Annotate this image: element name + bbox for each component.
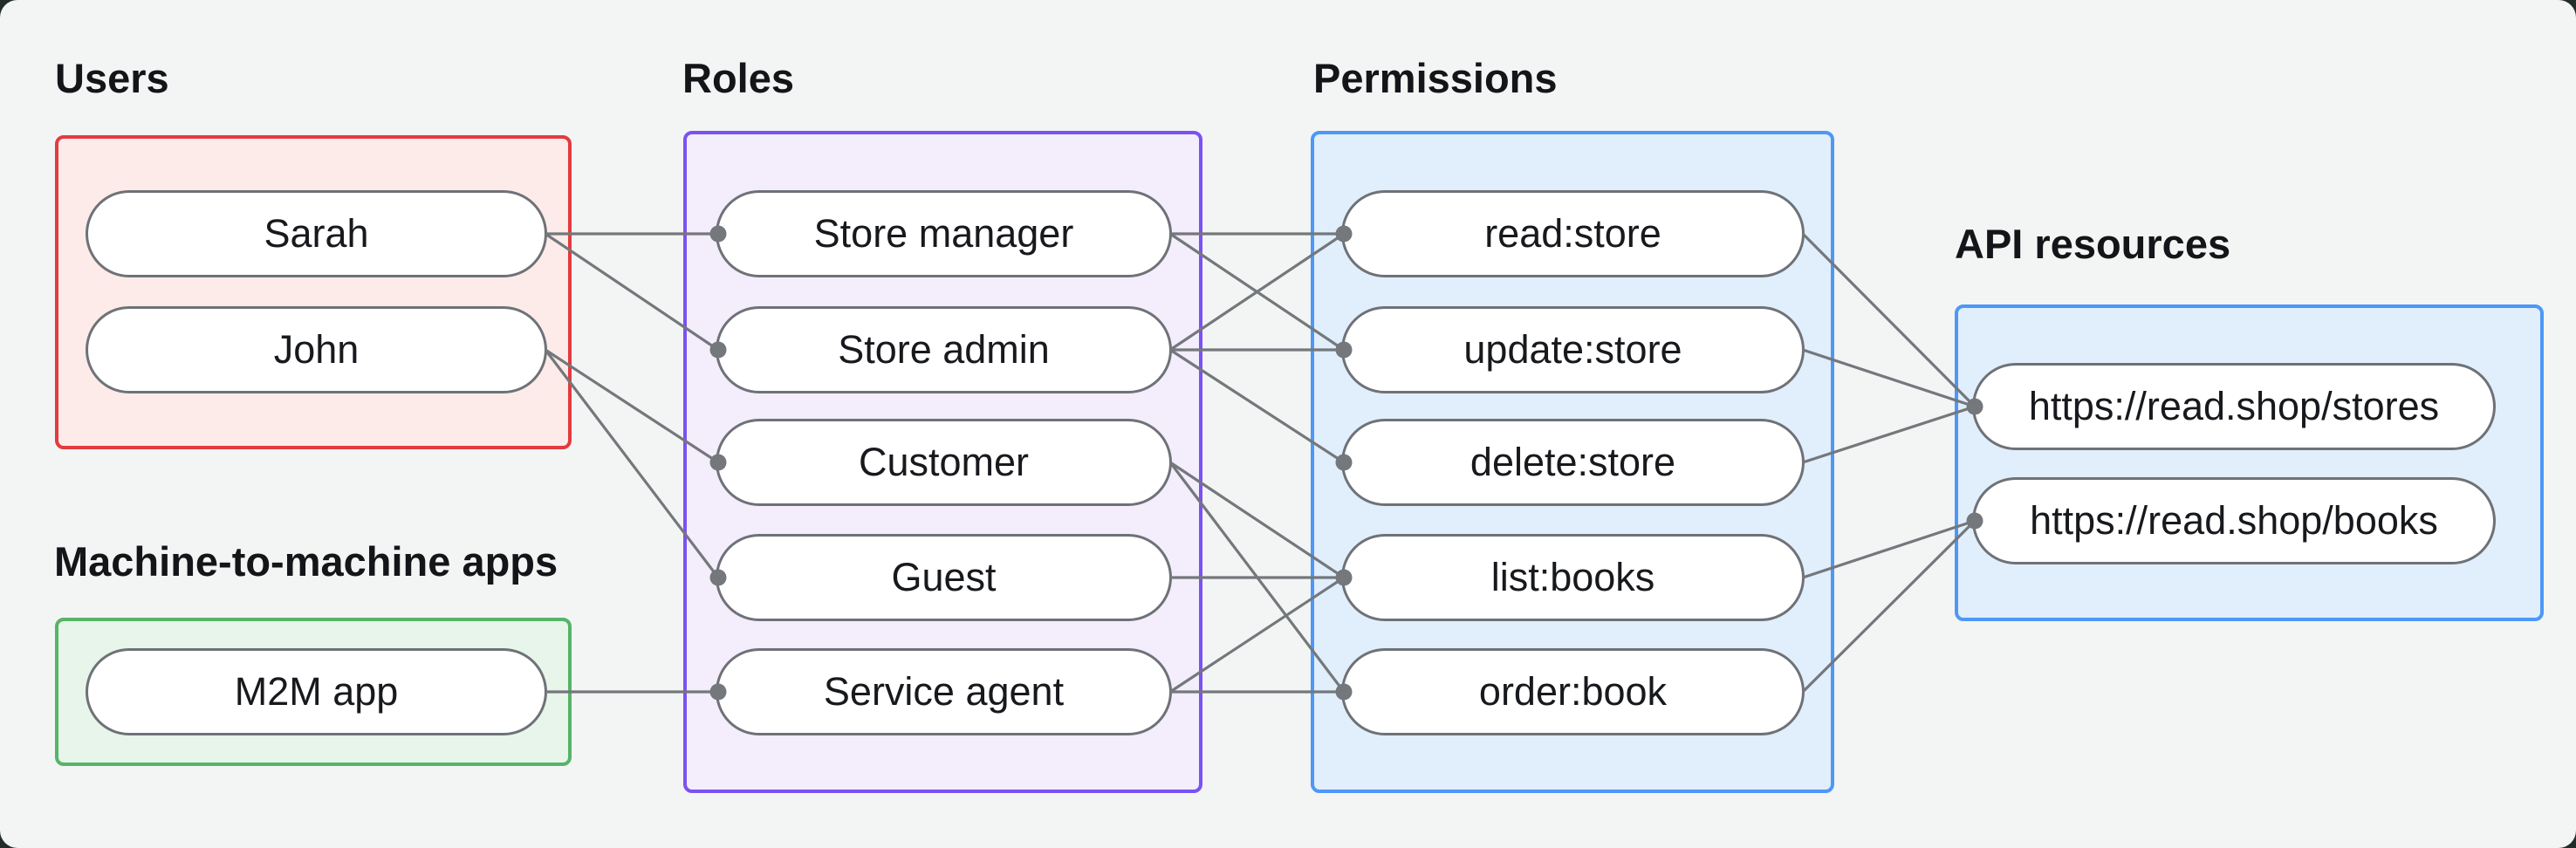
node-permission-update-store: update:store (1341, 306, 1805, 393)
node-role-guest: Guest (716, 534, 1172, 621)
m2m-apps-group-label: Machine-to-machine apps (54, 538, 558, 585)
users-group-box (55, 135, 572, 449)
api-resources-group-label: API resources (1955, 221, 2231, 267)
node-role-customer: Customer (716, 419, 1172, 506)
node-api-resource-books: https://read.shop/books (1972, 477, 2496, 564)
node-permission-delete-store: delete:store (1341, 419, 1805, 506)
node-api-resource-stores: https://read.shop/stores (1972, 363, 2496, 450)
node-role-service-agent: Service agent (716, 648, 1172, 735)
api-resources-group-box (1955, 304, 2544, 621)
node-permission-order-book: order:book (1341, 648, 1805, 735)
node-m2m-app: M2M app (86, 648, 547, 735)
node-user-sarah: Sarah (86, 190, 547, 277)
roles-group-label: Roles (682, 55, 794, 101)
permissions-group-label: Permissions (1313, 55, 1558, 101)
node-user-john: John (86, 306, 547, 393)
node-permission-list-books: list:books (1341, 534, 1805, 621)
node-permission-read-store: read:store (1341, 190, 1805, 277)
node-role-store-manager: Store manager (716, 190, 1172, 277)
users-group-label: Users (55, 55, 169, 101)
node-role-store-admin: Store admin (716, 306, 1172, 393)
